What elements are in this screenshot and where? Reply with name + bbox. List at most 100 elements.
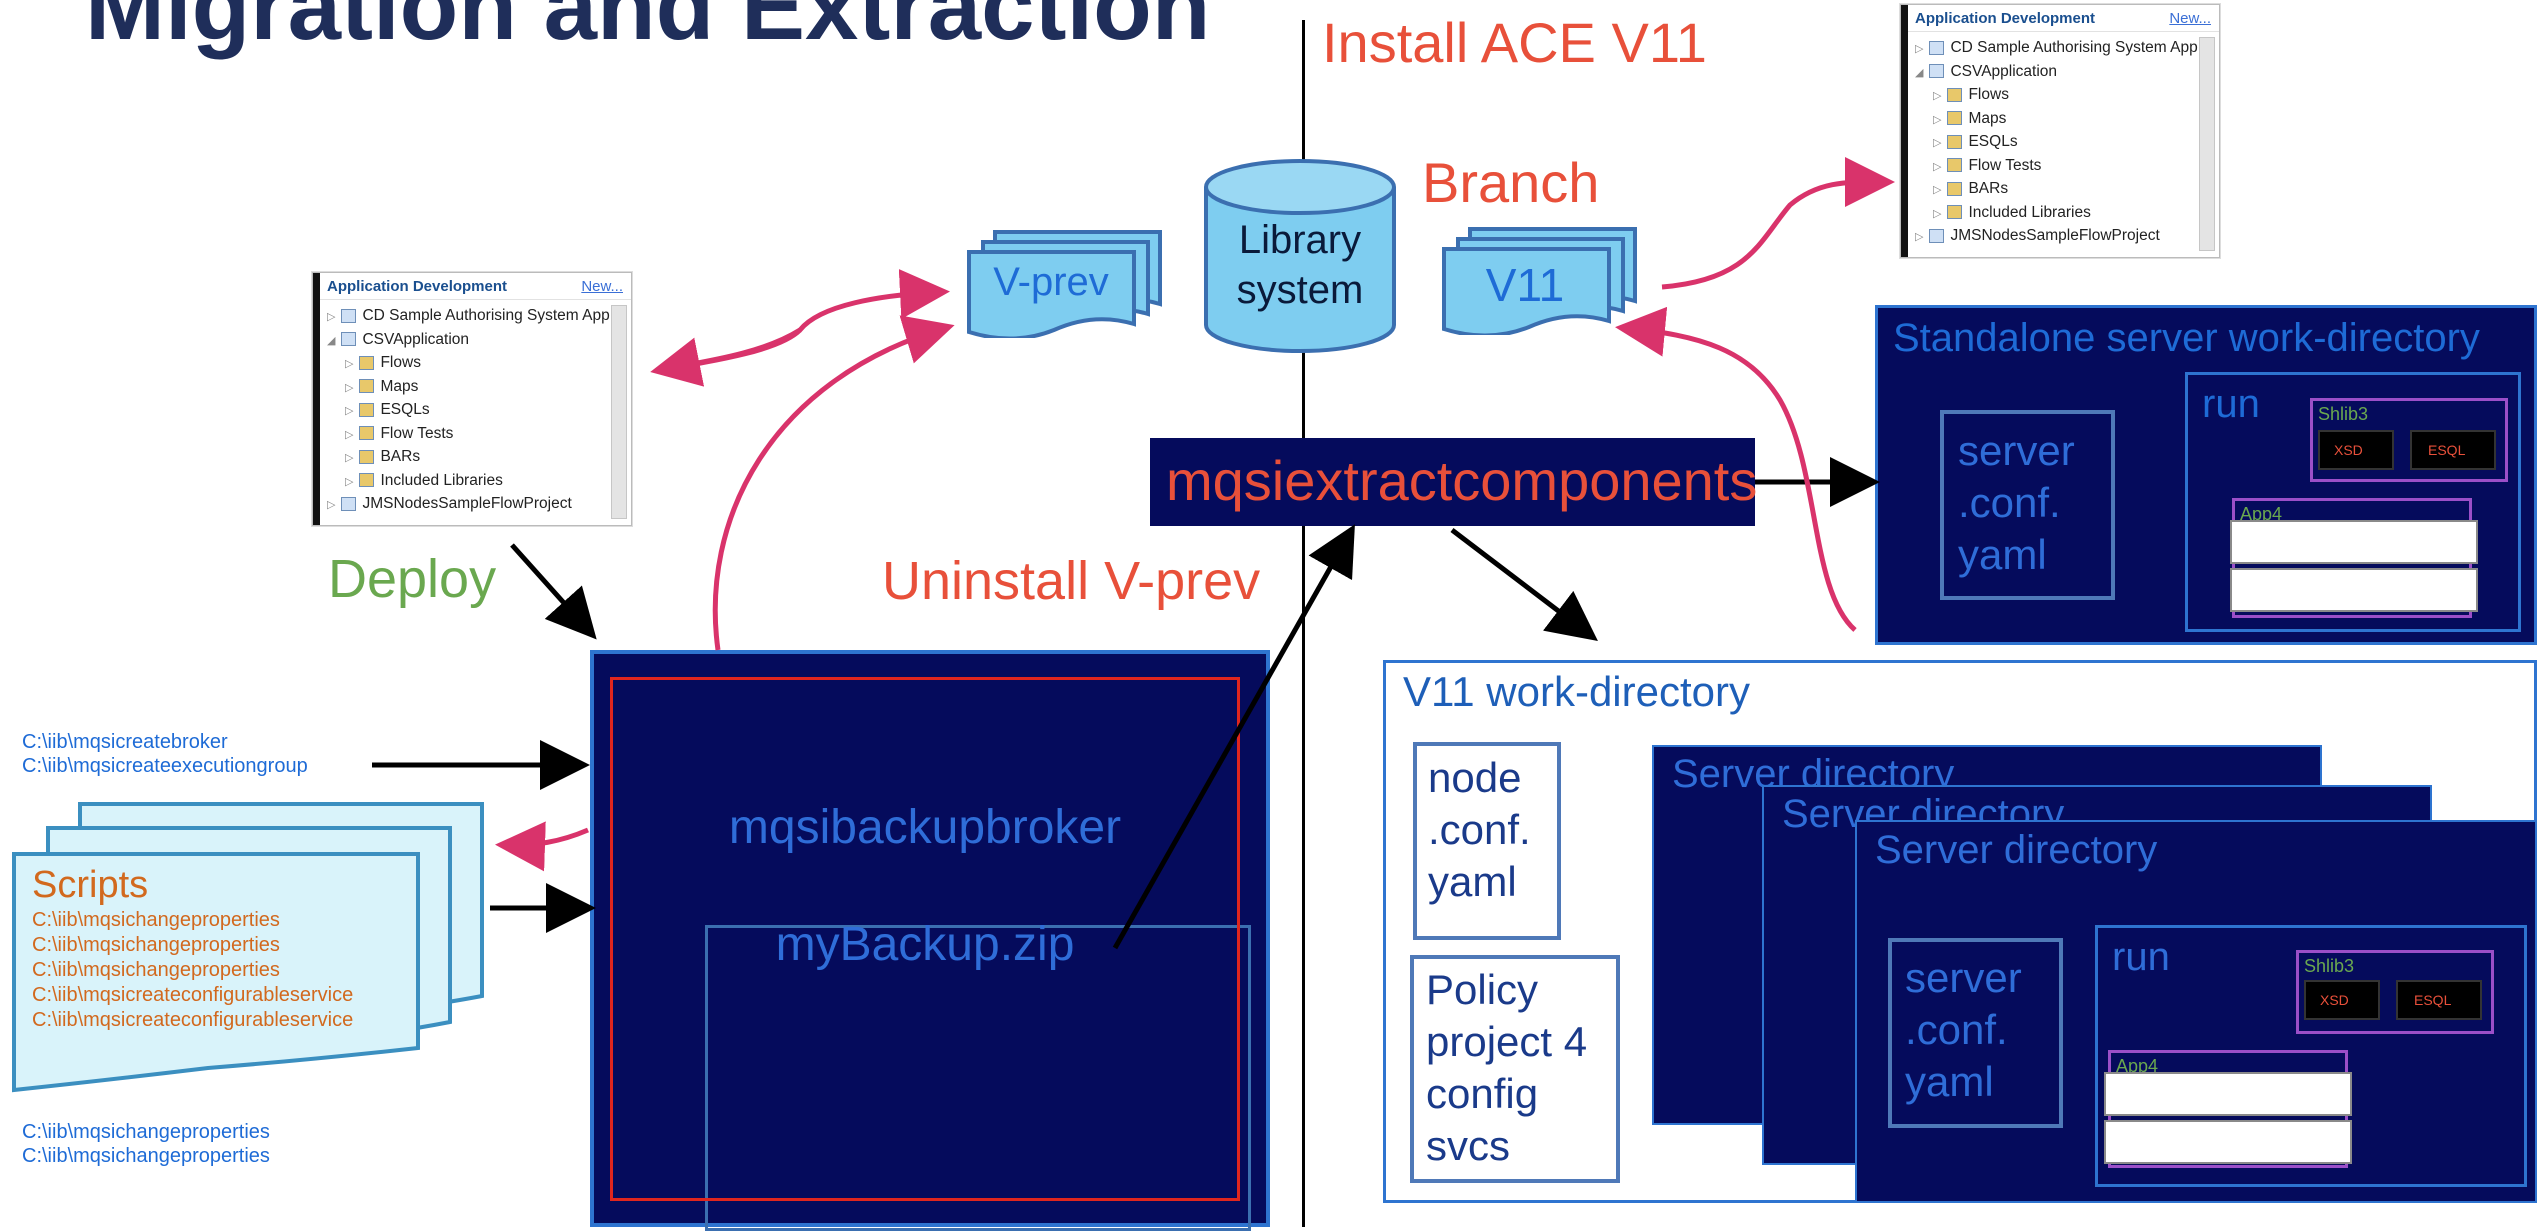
tree-item-label: CSVApplication	[362, 330, 470, 348]
script-line: C:\iib\mqsicreateconfigurableservice	[32, 984, 354, 1006]
tree-item[interactable]: ▷Flow Tests	[1915, 154, 2219, 178]
folder-icon	[1947, 111, 1963, 126]
new-link[interactable]: New...	[2169, 9, 2211, 27]
page-title: Migration and Extraction	[85, 0, 1211, 60]
backup-file: myBackup.zip	[775, 918, 1075, 971]
tree-item[interactable]: ▷ Maps	[327, 375, 631, 399]
expander-icon[interactable]: ▷	[345, 428, 354, 441]
arrow-panel-back	[650, 327, 802, 387]
expander-icon[interactable]: ◢	[1915, 66, 1924, 79]
expander-icon[interactable]: ▷	[345, 475, 354, 488]
arrow-v11-panel	[1661, 156, 1895, 290]
panel-edge	[313, 273, 320, 525]
tree-item-label: Flows	[1968, 86, 2009, 103]
tree-item[interactable]: ▷ESQLs	[1915, 130, 2219, 154]
library-cylinder	[1204, 159, 1396, 353]
standalone-run-box	[2185, 372, 2521, 632]
flow-thumbnail-2	[2230, 568, 2478, 612]
tree-item[interactable]: ▷ JMSNodesSampleFlowProject	[327, 492, 631, 516]
expander-icon[interactable]: ▷	[345, 381, 354, 394]
expander-icon[interactable]: ▷	[1933, 113, 1942, 126]
arrow-extract-in	[1112, 524, 1355, 950]
tree-item[interactable]: ▷ Flow Tests	[327, 422, 631, 446]
tree-item[interactable]: ◢CSVApplication	[1915, 60, 2219, 84]
folder-icon	[1947, 205, 1963, 220]
tree-item[interactable]: ▷ Included Libraries	[327, 469, 631, 493]
cmd-change-props-2: C:\iib\mqsichangeproperties	[22, 1145, 270, 1167]
node-conf-label: node .conf. yaml	[1428, 754, 1531, 905]
run-label: run	[2112, 935, 2170, 979]
deploy-label: Deploy	[328, 549, 497, 609]
tree-item[interactable]: ▷CD Sample Authorising System App	[1915, 36, 2219, 60]
tree-item-label: ESQLs	[380, 401, 430, 418]
v11-label: V11	[1485, 259, 1565, 311]
tree-item-label: Included Libraries	[380, 471, 503, 489]
scrollbar[interactable]	[2199, 37, 2215, 251]
tree-item[interactable]: ▷ Flows	[1915, 83, 2219, 107]
cmd-create-execgroup: C:\iib\mqsicreateexecutiongroup	[22, 755, 308, 777]
expander-icon[interactable]: ▷	[1933, 160, 1942, 173]
tree-item[interactable]: ▷Flows	[327, 351, 631, 375]
expander-icon[interactable]: ▷	[1933, 207, 1942, 220]
node-conf-doc	[1413, 742, 1561, 940]
app-dev-panel-right[interactable]: Application Development New... ▷CD Sampl…	[1900, 4, 2220, 258]
xsd-icon-label: XSD	[2320, 992, 2349, 1008]
expander-icon[interactable]: ▷	[345, 405, 354, 417]
expander-icon[interactable]: ◢	[327, 334, 336, 347]
tree-item-label: JMSNodesSampleFlowProject	[1950, 227, 2160, 244]
tree-item-label: BARs	[380, 448, 421, 465]
cmd-create-broker: C:\iib\mqsicreatebroker	[22, 731, 228, 753]
esql-icon-label: ESQL	[2428, 442, 2466, 458]
tree-item-label: Maps	[380, 377, 419, 395]
tree-item[interactable]: ◢ CSVApplication	[327, 328, 631, 352]
new-link[interactable]: New...	[581, 277, 623, 295]
tree-item-label: JMSNodesSampleFlowProject	[362, 495, 572, 512]
script-line: C:\iib\mqsichangeproperties	[32, 909, 280, 931]
tree-item[interactable]: ▷ BARs	[1915, 177, 2219, 201]
expander-icon[interactable]: ▷	[1915, 43, 1924, 55]
expander-icon[interactable]: ▷	[1915, 231, 1924, 243]
app-dev-panel-left[interactable]: Application Development New... ▷CD Sampl…	[312, 272, 632, 526]
branch-label: Branch	[1422, 151, 1600, 214]
tree-item[interactable]: ▷ Maps	[1915, 107, 2219, 131]
expander-icon[interactable]: ▷	[345, 452, 354, 464]
standalone-shlib-label: Shlib3	[2318, 404, 2369, 424]
standalone-shlib-box	[2310, 398, 2508, 482]
xsd-icon-label: XSD	[2334, 442, 2363, 458]
esql-icon	[2410, 430, 2496, 470]
v11-workdir-title: V11 work-directory	[1403, 668, 1750, 715]
standalone-server-conf-label: server .conf. yaml	[1958, 427, 2075, 578]
tree-item[interactable]: ▷CD Sample Authorising System App	[327, 304, 631, 328]
expander-icon[interactable]: ▷	[1933, 137, 1942, 149]
folder-icon	[1947, 181, 1963, 196]
policy-project-doc	[1410, 955, 1620, 1183]
expander-icon[interactable]: ▷	[1933, 184, 1942, 196]
cmd-change-props-1: C:\iib\mqsichangeproperties	[22, 1121, 270, 1143]
folder-icon	[1929, 64, 1945, 79]
expander-icon[interactable]: ▷	[327, 499, 336, 511]
vprev-stack	[967, 230, 1162, 338]
tree-item-label: Included Libraries	[1968, 203, 2091, 221]
expander-icon[interactable]: ▷	[1933, 90, 1942, 102]
arrow-standalone-v11	[1615, 306, 1857, 632]
xsd-icon	[2304, 980, 2380, 1020]
expander-icon[interactable]: ▷	[345, 358, 354, 370]
tree-item-label: Flow Tests	[380, 424, 454, 442]
arrow-backup-vprev	[712, 315, 955, 651]
folder-icon	[1947, 134, 1963, 149]
tree-item-label: Maps	[1968, 109, 2007, 127]
standalone-title: Standalone server work-directory	[1893, 316, 2480, 360]
tree-item[interactable]: ▷ Included Libraries	[1915, 201, 2219, 225]
arrow-extract-v11	[1450, 528, 1598, 642]
scrollbar[interactable]	[611, 305, 627, 519]
folder-icon	[359, 379, 375, 394]
tree-item[interactable]: ▷ JMSNodesSampleFlowProject	[1915, 224, 2219, 248]
tree-item[interactable]: ▷ ESQLs	[327, 398, 631, 422]
expander-icon[interactable]: ▷	[327, 311, 336, 323]
tree-item-label: BARs	[1968, 180, 2009, 197]
tree-item[interactable]: ▷ BARs	[327, 445, 631, 469]
folder-icon	[359, 402, 375, 417]
panel-header: Application Development New...	[1901, 5, 2219, 32]
esql-icon	[2396, 980, 2482, 1020]
